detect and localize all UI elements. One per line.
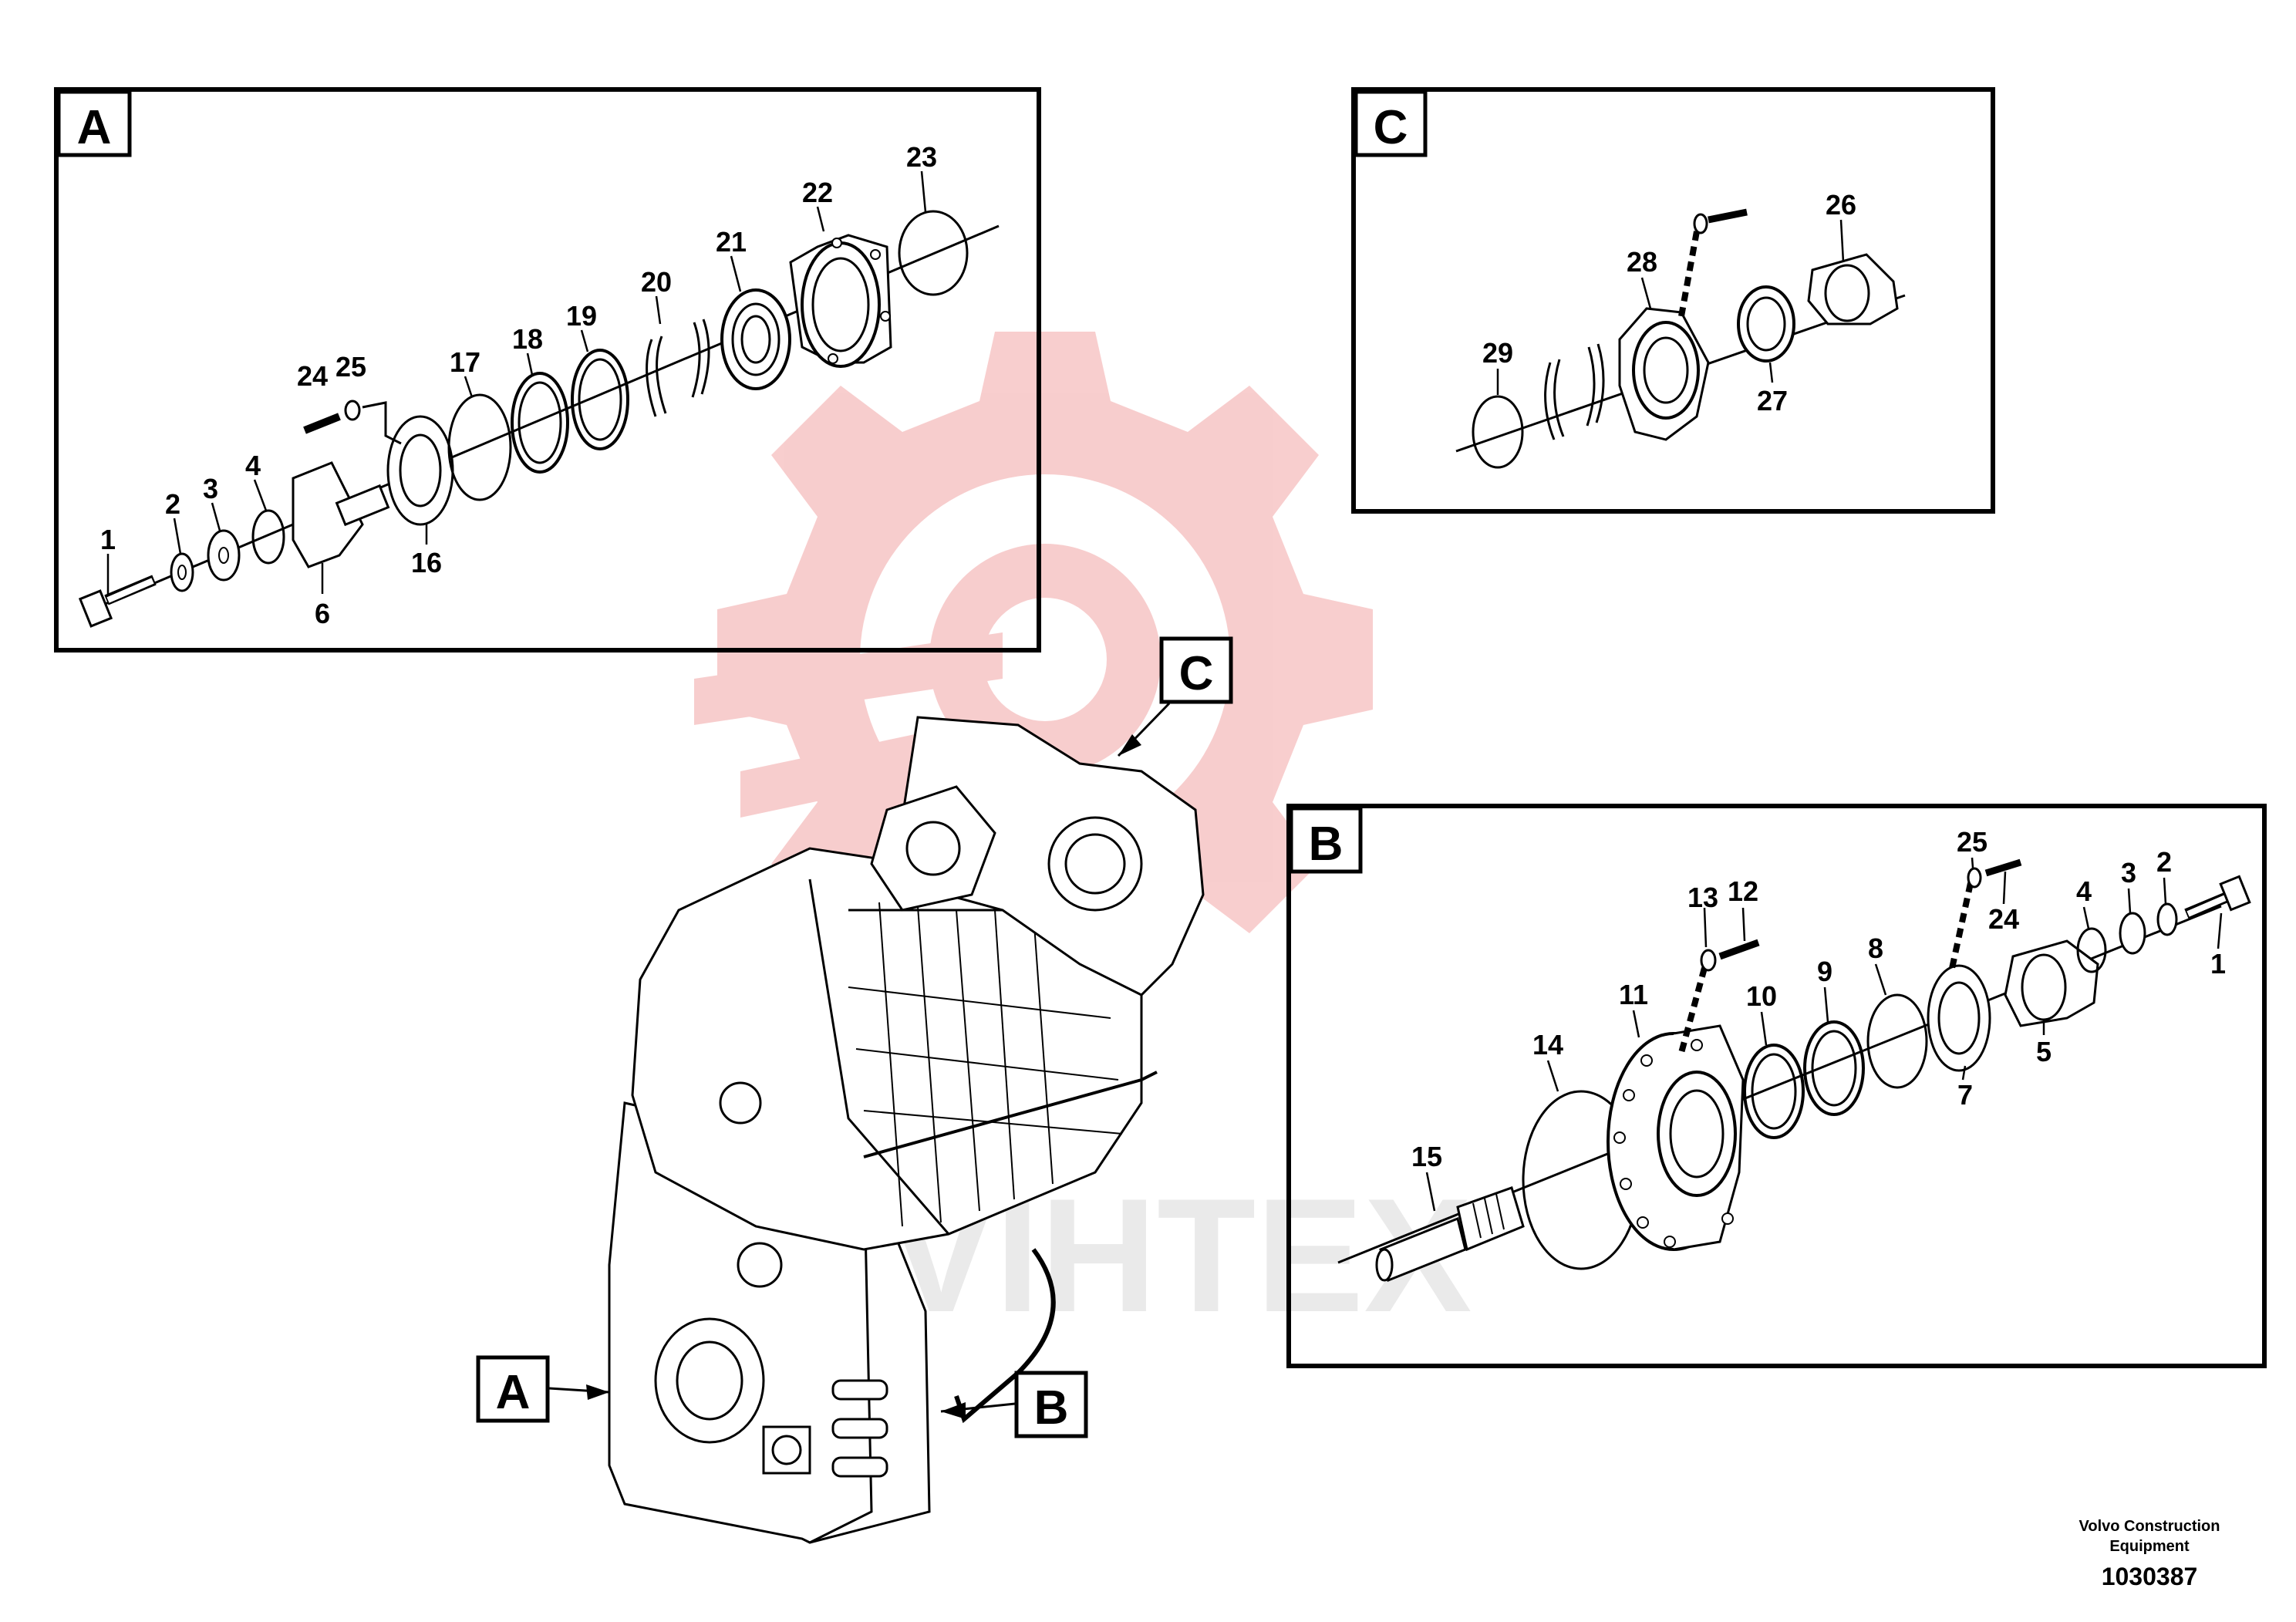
part-bearing [1737,285,1795,363]
callout-17: 17 [450,346,480,378]
panel-c: C [1351,87,1995,514]
panel-a: A [54,87,1041,653]
callout-9: 9 [1817,956,1832,987]
callout-11: 11 [1619,979,1648,1010]
part-bearing [720,288,791,390]
part-o-ring [447,393,512,501]
callout-1: 1 [2210,948,2226,980]
callout-4: 4 [245,450,261,481]
part-seal-cover [386,415,454,526]
watermark-logo: VIHTEX [694,332,1472,1346]
callout-8: 8 [1868,932,1883,964]
part-output-shaft [1375,1186,1525,1283]
panel-a-title: A [77,101,112,154]
panel-c-title: C [1374,101,1408,154]
part-shims [646,319,710,417]
part-seal-cover [1927,964,1991,1072]
transmission-overview [608,716,1205,1544]
callout-10: 10 [1746,980,1777,1012]
part-seal-ring [1803,1020,1865,1116]
pointer-b: B [940,1371,1088,1438]
part-o-ring [1472,395,1524,469]
manufacturer-line-2: Equipment [2109,1538,2190,1555]
callout-14: 14 [1532,1029,1563,1061]
part-output-hub [1607,1024,1745,1251]
callout-18: 18 [512,323,543,355]
callout-19: 19 [566,300,597,332]
part-bearing-cover [1618,307,1710,441]
part-o-ring [898,210,969,296]
svg-text:C: C [1179,647,1214,700]
callout-28: 28 [1627,246,1657,278]
part-companion-flange [2004,939,2099,1027]
part-plate-washer [2119,912,2146,955]
drawing-number: 1030387 [2101,1563,2198,1590]
callout-2: 2 [165,488,180,520]
part-o-ring [251,509,285,565]
callout-22: 22 [802,177,833,208]
callout-12: 12 [1728,875,1758,907]
callout-2: 2 [2156,846,2172,878]
pointer-a: A [476,1355,610,1423]
callout-16: 16 [411,547,442,578]
svg-text:B: B [1034,1381,1069,1435]
svg-text:A: A [496,1366,531,1419]
part-shims [1544,343,1605,440]
callout-23: 23 [906,141,937,173]
callout-27: 27 [1757,385,1788,416]
callout-5: 5 [2036,1036,2052,1067]
callout-6: 6 [315,598,330,629]
part-bolt [2184,875,2251,919]
callout-25: 25 [335,351,366,383]
part-companion-flange [1807,253,1899,325]
pointer-c: C [1117,636,1233,757]
part-bolt [78,575,157,628]
part-o-ring [2076,927,2107,973]
callout-26: 26 [1826,189,1856,221]
manufacturer-line-1: Volvo Construction [2079,1518,2220,1535]
part-shim-ring [511,372,569,474]
callout-4: 4 [2076,875,2092,907]
callout-20: 20 [641,266,672,298]
callout-3: 3 [2121,857,2136,889]
callout-3: 3 [203,473,218,504]
part-bearing-housing [789,234,892,368]
callout-25: 25 [1957,826,1988,858]
panel-b: B [1286,804,2267,1368]
callout-29: 29 [1482,337,1513,369]
part-seal-ring [571,349,629,450]
part-o-ring [1866,993,1928,1089]
callout-7: 7 [1957,1079,1973,1111]
callout-15: 15 [1411,1141,1442,1172]
callout-24: 24 [1988,903,2019,935]
callout-21: 21 [716,226,747,258]
callout-13: 13 [1687,882,1718,913]
callout-24: 24 [297,360,328,392]
panel-b-title: B [1309,818,1344,871]
part-washer [2156,902,2178,936]
callout-1: 1 [100,524,116,555]
part-shim-ring [1743,1044,1805,1139]
part-companion-flange [292,461,390,568]
drawing-footer: Volvo Construction Equipment 1030387 [2034,1516,2265,1591]
